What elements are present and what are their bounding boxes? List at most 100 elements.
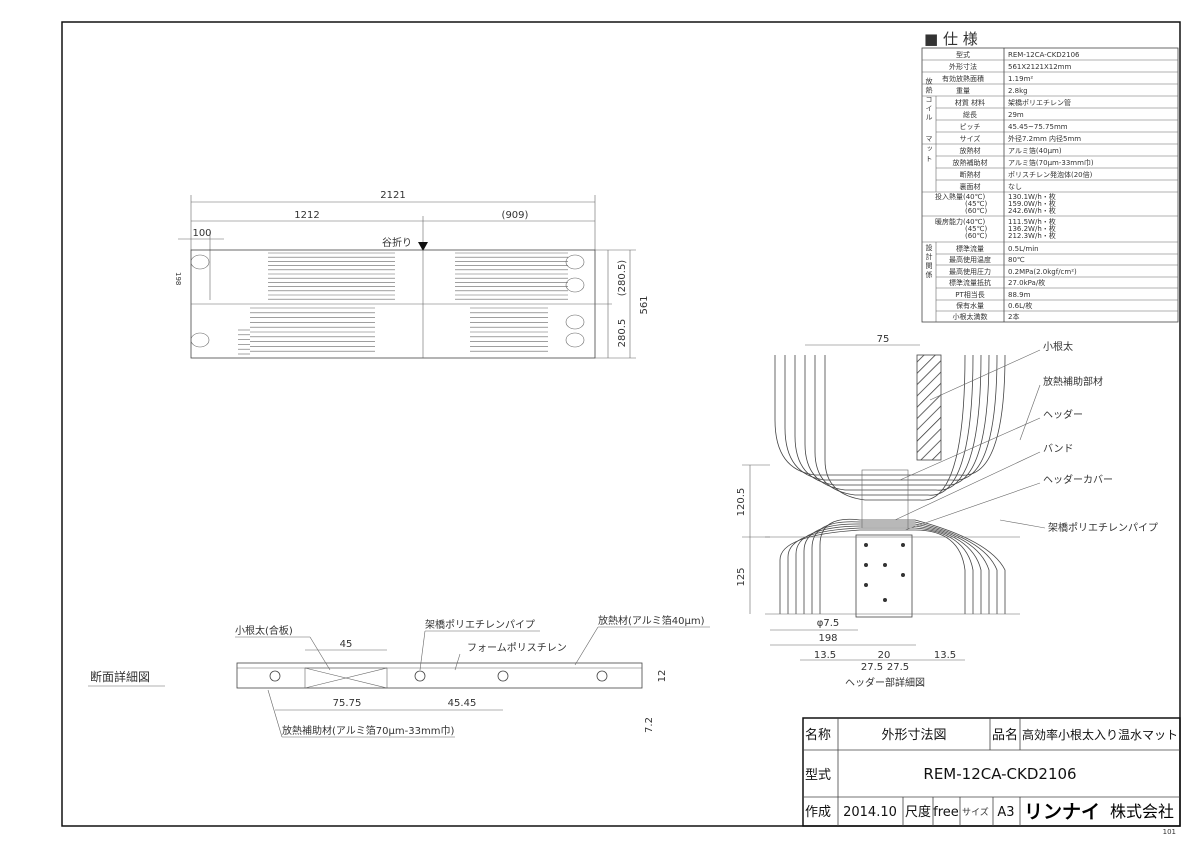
spec-design-rows-3-label: 標準流量抵抗: [949, 278, 991, 287]
spec-design-rows-6-label: 小根太満数: [953, 312, 988, 321]
spec-heat-input-values-2: 242.6W/h・枚: [1008, 206, 1056, 215]
spec-heating-capacity-labels-2: (60℃): [965, 232, 987, 240]
pipe-loop: [565, 254, 585, 270]
spec-design-rows-4-value: 88.9m: [1008, 291, 1031, 299]
spec-title: ■ 仕 様: [924, 30, 978, 48]
header-detail-dim-275-0: 27.5: [861, 662, 883, 673]
title-block-created-label: 作成: [805, 805, 831, 820]
pipe-loop: [565, 277, 585, 293]
title-block-size-value: A3: [997, 805, 1014, 820]
spec-heating-capacity-values-2: 212.3W/h・枚: [1008, 231, 1056, 240]
spec-design-rows-6-value: 2本: [1008, 312, 1019, 321]
header-cover: [855, 534, 913, 618]
title-block-created-value: 2014.10: [843, 805, 897, 820]
header-detail-dim-125: 125: [736, 567, 747, 586]
pipe-loop: [814, 354, 974, 496]
spec-design-rows-4-label: PT相当長: [955, 290, 985, 299]
spec-rows-2-label: 有効放熱面積: [942, 74, 984, 83]
spec-heat-input-values-1: 159.0W/h・枚: [1008, 199, 1056, 208]
spec-design-rows-0-label: 標準流量: [956, 244, 984, 253]
spec-mat-rows-3-value: なし: [1008, 183, 1022, 191]
pipe-loop: [794, 354, 990, 486]
dim-upper: (280.5): [617, 260, 628, 297]
pipe-loop: [824, 354, 966, 501]
section-labels-foam: フォームポリスチレン: [467, 642, 567, 654]
header-detail-labels-5: 架橋ポリエチレンパイプ: [1048, 521, 1158, 534]
spec-coil-rows-3-label: サイズ: [960, 134, 981, 143]
spec-heat-input-labels-2: (60℃): [965, 207, 987, 215]
header-detail-dim-phi: φ7.5: [817, 618, 840, 629]
pipe-to-header: [811, 521, 998, 614]
section-dims-d72: 7.2: [644, 717, 655, 733]
section-dims-d12: 12: [657, 670, 668, 683]
spec-coil-rows-1-label: 総長: [963, 110, 977, 119]
spec-design-rows-5-value: 0.6L/枚: [1008, 301, 1032, 310]
spec-heating-capacity-values-0: 111.5W/h・枚: [1008, 217, 1056, 226]
dim-lower: 280.5: [617, 319, 628, 348]
spec-design-rows-0-value: 0.5L/min: [1008, 245, 1039, 253]
spec-mat-rows-3-label: 裏面材: [960, 182, 981, 191]
pipe-loop: [565, 332, 585, 348]
spec-rows-0-label: 型式: [956, 50, 970, 59]
spec-rows-1-label: 外形寸法: [949, 62, 977, 71]
spec-mat-rows-2-label: 断熱材: [960, 170, 981, 179]
header-detail-dim-top: 75: [877, 334, 890, 345]
spec-rows-1-value: 561X2121X12mm: [1008, 63, 1071, 71]
spec-coil-rows-3-value: 外径7.2mm 内径5mm: [1008, 134, 1081, 143]
pipe-loop: [784, 354, 998, 481]
section-dims-d4545: 45.45: [448, 698, 477, 709]
pipe-loop: [804, 354, 982, 491]
spec-design-rows-1-value: 80℃: [1008, 256, 1025, 264]
title-block-product-label: 品名: [992, 727, 1018, 743]
spec-heat-input-labels-0: 投入熱量(40℃): [935, 192, 985, 201]
mat-group-label: マット: [925, 135, 933, 165]
title-block-scale-label: 尺度: [905, 804, 931, 820]
title-block-model-label: 型式: [805, 768, 831, 783]
header-detail-labels-3: バンド: [1043, 443, 1074, 455]
plan-view: 2121 1212 (909) 100 198 谷折り (280.5) 280.…: [174, 190, 650, 359]
spec-coil-rows-2-label: ピッチ: [960, 123, 981, 131]
title-block-product-value: 高効率小根太入り温水マット: [1022, 727, 1178, 742]
coil-group-label: 放熱コイル: [925, 77, 933, 123]
title-block-name-value: 外形寸法図: [881, 728, 946, 743]
spec-rows-0-value: REM-12CA-CKD2106: [1008, 51, 1080, 59]
spec-heating-capacity-values-1: 136.2W/h・枚: [1008, 224, 1056, 233]
header-detail-dim-bottom-1: 20: [878, 650, 891, 661]
company-logo: リンナイ: [1024, 801, 1100, 823]
title-block-name-label: 名称: [805, 727, 831, 743]
spec-heat-input-labels-1: (45℃): [965, 200, 987, 208]
spec-coil-rows-1-value: 29m: [1008, 111, 1024, 119]
dim-total: 2121: [380, 190, 405, 201]
sheet-border: [61, 21, 1181, 827]
title-block-model-value: REM-12CA-CKD2106: [923, 765, 1076, 783]
spec-mat-rows-0-label: 放熱材: [960, 146, 981, 155]
section-detail: 断面詳細図 45 75.75 45.45 12 7.2 小根太(合板) 架橋ポリ…: [88, 614, 710, 738]
pipe-to-header: [795, 525, 982, 614]
spec-mat-rows-0-value: アルミ箔(40μm): [1008, 146, 1062, 155]
title-block-company-suffix: 株式会社: [1110, 802, 1174, 821]
spec-heating-capacity-labels-0: 暖房能力(40℃): [935, 217, 985, 226]
joist-hatched: [916, 354, 942, 461]
spec-rows-2-value: 1.19m²: [1008, 75, 1033, 83]
spec-rows-3-label: 重量: [956, 87, 970, 95]
spec-heating-capacity-labels-1: (45℃): [965, 225, 987, 233]
section-labels-joist: 小根太(合板): [235, 624, 293, 637]
dim-right: (909): [502, 210, 529, 221]
spec-design-rows-2-label: 最高使用圧力: [949, 267, 991, 276]
pipe-loop: [190, 332, 210, 348]
dim-side: 198: [174, 272, 182, 285]
section-dims-d45: 45: [340, 639, 353, 650]
spec-design-rows-2-value: 0.2MPa(2.0kgf/cm²): [1008, 268, 1077, 276]
spec-design-rows-1-label: 最高使用温度: [949, 255, 991, 264]
header-detail-labels-4: ヘッダーカバー: [1043, 473, 1113, 486]
dim-edge: 100: [192, 228, 211, 239]
pipe-loop: [774, 354, 1006, 476]
dim-left: 1212: [294, 210, 319, 221]
section-labels-pipe: 架橋ポリエチレンパイプ: [425, 618, 535, 631]
header-detail-caption: ヘッダー部詳細図: [845, 676, 925, 689]
sheet-number: 101: [1163, 828, 1176, 836]
pipe-loop: [565, 314, 585, 330]
spec-design-rows-3-value: 27.0kPa/枚: [1008, 278, 1045, 287]
pipe-to-header: [819, 518, 1006, 614]
